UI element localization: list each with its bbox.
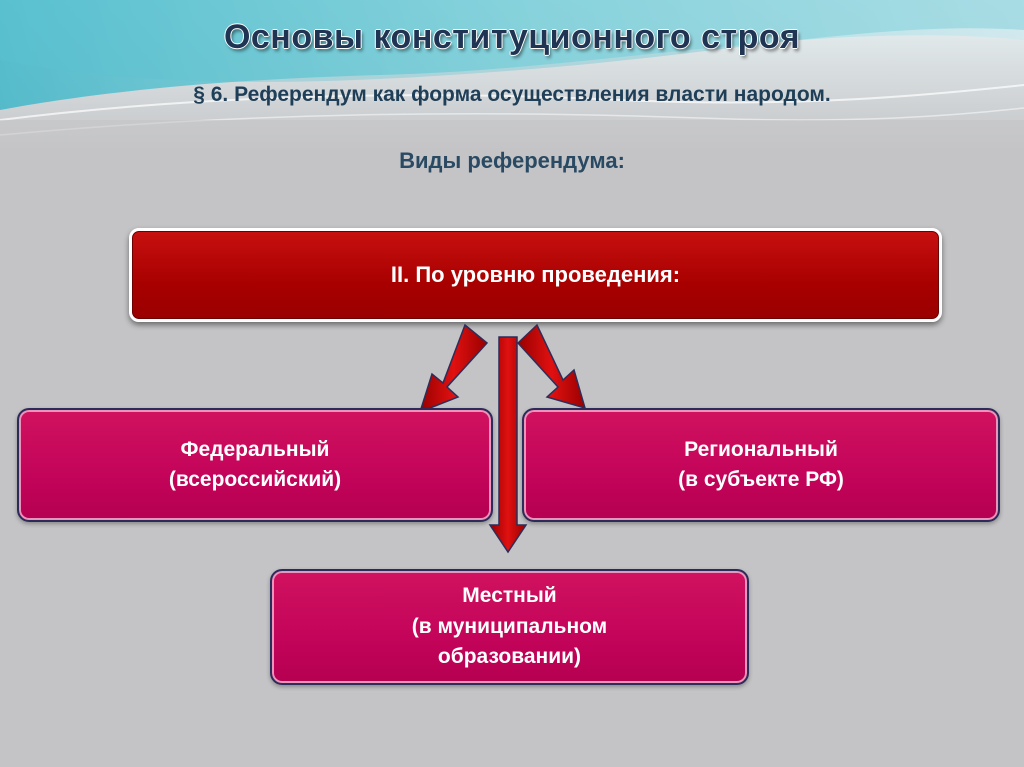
arrow-to-regional (516, 323, 587, 410)
section-heading: Виды референдума: (399, 148, 625, 173)
slide-title: Основы конституционного строя (223, 18, 801, 56)
regional-referendum-box: Региональный (в субъекте РФ) (522, 408, 1000, 522)
regional-referendum-label: Региональный (в субъекте РФ) (678, 437, 844, 491)
level-category-box: II. По уровню проведения: (129, 228, 942, 322)
federal-referendum-label: Федеральный (всероссийский) (168, 437, 342, 491)
federal-referendum-box: Федеральный (всероссийский) (17, 408, 493, 522)
level-category-label: II. По уровню проведения: (390, 262, 681, 288)
local-referendum-label: Местный (в муниципальном образовании) (411, 584, 608, 669)
arrow-to-federal (418, 323, 489, 414)
header-wave-decoration (0, 0, 1024, 150)
local-referendum-box: Местный (в муниципальном образовании) (270, 569, 749, 685)
arrow-to-local (488, 336, 528, 554)
slide-subtitle: § 6. Референдум как форма осуществления … (193, 83, 831, 106)
